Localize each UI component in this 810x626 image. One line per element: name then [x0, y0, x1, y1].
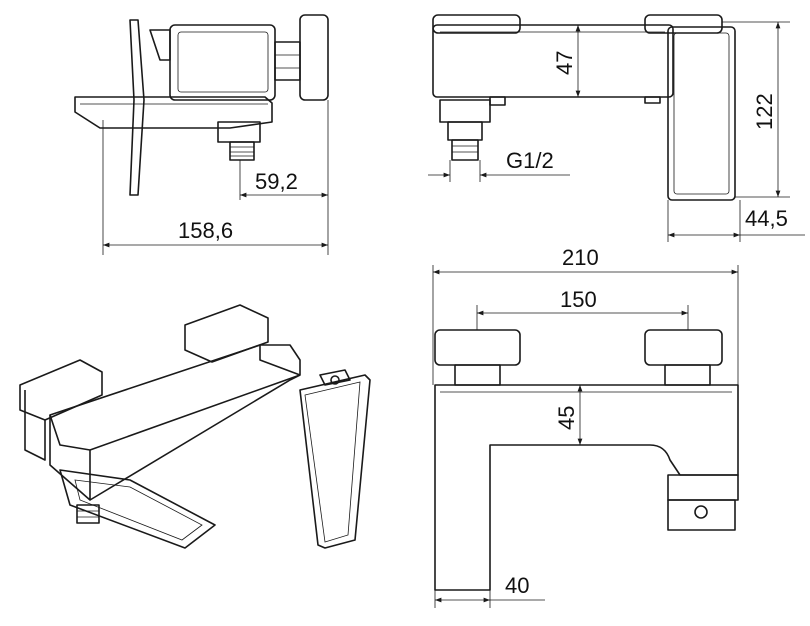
dim-g1-2: G1/2 — [506, 148, 554, 173]
dim-158-6: 158,6 — [178, 218, 233, 243]
side-view: 59,2 158,6 — [74, 14, 329, 255]
isometric-view — [19, 304, 371, 549]
dim-44-5: 44,5 — [745, 206, 788, 231]
dim-45: 45 — [554, 406, 579, 430]
top-view: 210 150 45 40 — [432, 245, 739, 608]
dim-40: 40 — [505, 573, 529, 598]
dim-47: 47 — [552, 51, 577, 75]
front-view: G1/2 47 122 44,5 — [428, 14, 805, 242]
dim-150: 150 — [560, 287, 597, 312]
dim-210: 210 — [562, 245, 599, 270]
dim-59-2: 59,2 — [255, 169, 298, 194]
dim-122: 122 — [752, 93, 777, 130]
